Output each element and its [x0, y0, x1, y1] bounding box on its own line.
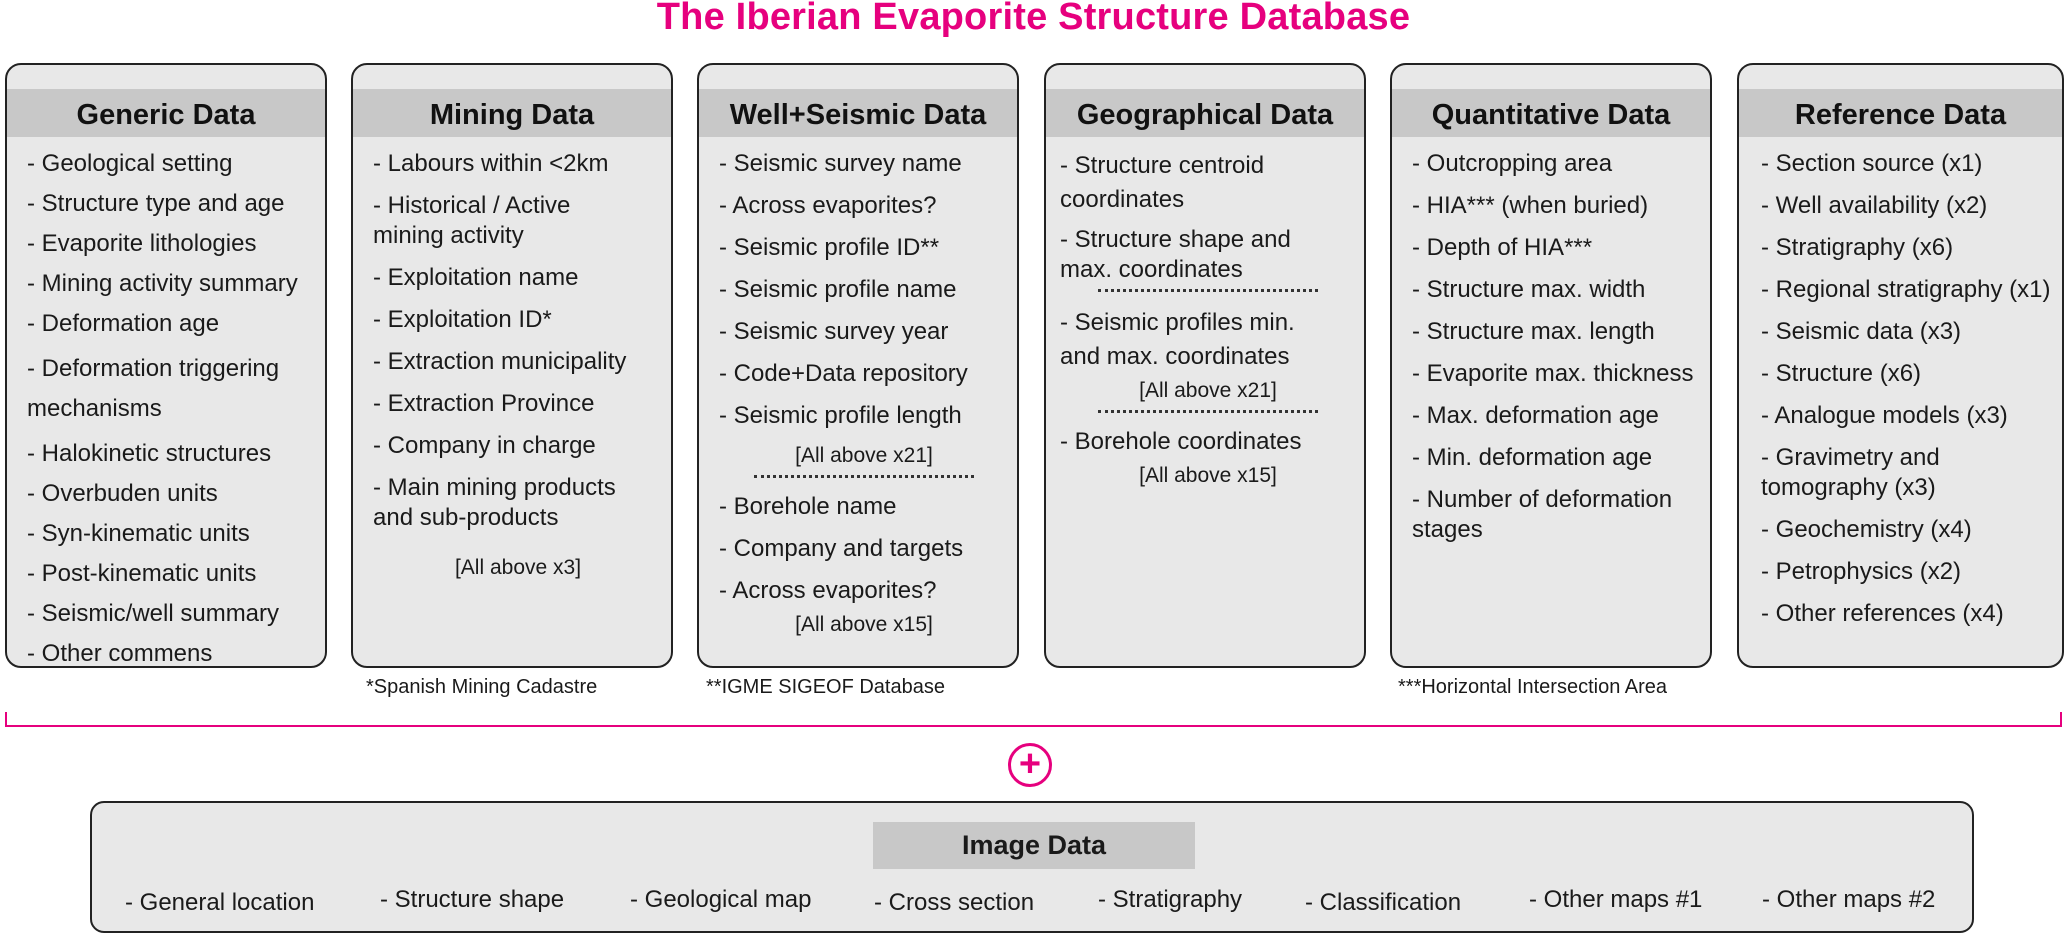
- list-item: - Other commens: [27, 640, 213, 667]
- list-item: - Structure (x6): [1761, 360, 1922, 387]
- box-header: Quantitative Data: [1392, 89, 1710, 137]
- footnote-igme: **IGME SIGEOF Database: [706, 676, 945, 698]
- multiplicity-note: [All above x15]: [795, 613, 933, 636]
- list-item: - Seismic/well summary: [27, 600, 280, 627]
- multiplicity-note: [All above x15]: [1139, 464, 1277, 487]
- list-item: - Evaporite max. thickness: [1412, 360, 1694, 387]
- list-item: - Exploitation name: [373, 264, 579, 291]
- item-list: - Section source (x1) - Well availabilit…: [1761, 149, 2054, 639]
- dotted-separator: [1098, 410, 1318, 413]
- list-item: - Mining activity summary: [27, 270, 298, 297]
- list-item: - Syn-kinematic units: [27, 520, 250, 547]
- list-item: - Structure shape: [380, 886, 565, 913]
- list-item: - Seismic profiles min. and max. coordin…: [1060, 309, 1295, 370]
- list-item: - Labours within <2km: [373, 150, 609, 177]
- list-item: - Other references (x4): [1761, 600, 2004, 627]
- box-header: Reference Data: [1739, 89, 2062, 137]
- multiplicity-note: [All above x21]: [795, 444, 933, 467]
- list-item: - Geochemistry (x4): [1761, 516, 1972, 543]
- item-list: - Geological setting - Structure type an…: [27, 149, 317, 667]
- plus-circle-icon: +: [1008, 743, 1052, 787]
- list-item: - Extraction municipality: [373, 348, 627, 375]
- list-item: - Min. deformation age: [1412, 444, 1653, 471]
- geographical-data-box: Geographical Data - Structure centroid c…: [1044, 63, 1366, 668]
- list-item: - HIA*** (when buried): [1412, 192, 1649, 219]
- grouping-bracket: [5, 712, 2062, 727]
- mining-data-box: Mining Data - Labours within <2km - Hist…: [351, 63, 673, 668]
- box-header: Mining Data: [353, 89, 671, 137]
- generic-data-box: Generic Data - Geological setting - Stru…: [5, 63, 327, 668]
- item-list: - Labours within <2km - Historical / Act…: [373, 149, 663, 593]
- list-item: - Historical / Active mining activity: [373, 192, 571, 249]
- list-item: - Stratigraphy: [1098, 886, 1243, 913]
- list-item: - Overbuden units: [27, 480, 218, 507]
- item-list: - Seismic survey name - Across evaporite…: [719, 149, 1009, 650]
- list-item: - Structure centroid coordinates: [1060, 152, 1265, 213]
- list-item: - Petrophysics (x2): [1761, 558, 1962, 585]
- list-item: - Post-kinematic units: [27, 560, 257, 587]
- box-header: Image Data: [873, 822, 1195, 869]
- box-header: Well+Seismic Data: [699, 89, 1017, 137]
- list-item: - Gravimetry and tomography (x3): [1761, 444, 1940, 501]
- list-item: - Structure type and age: [27, 190, 285, 217]
- list-item: - Stratigraphy (x6): [1761, 234, 1954, 261]
- list-item: - Seismic survey year: [719, 318, 949, 345]
- list-item: - Structure shape and max. coordinates: [1060, 226, 1291, 283]
- footnote-mining: *Spanish Mining Cadastre: [366, 676, 598, 698]
- list-item: - Seismic profile length: [719, 402, 962, 429]
- list-item: - Across evaporites?: [719, 192, 937, 219]
- list-item: - Main mining products and sub-products: [373, 474, 616, 531]
- multiplicity-note: [All above x3]: [454, 556, 582, 579]
- list-item: - Company and targets: [719, 535, 964, 562]
- list-item: - Section source (x1): [1761, 150, 1983, 177]
- list-item: - Seismic data (x3): [1761, 318, 1962, 345]
- list-item: - General location: [125, 889, 315, 916]
- well-seismic-data-box: Well+Seismic Data - Seismic survey name …: [697, 63, 1019, 668]
- list-item: - Classification: [1305, 889, 1462, 916]
- list-item: - Seismic survey name: [719, 150, 962, 177]
- list-item: - Borehole coordinates: [1060, 428, 1302, 455]
- list-item: - Company in charge: [373, 432, 596, 459]
- list-item: - Depth of HIA***: [1412, 234, 1593, 261]
- list-item: - Deformation age: [27, 310, 220, 337]
- item-list: - Structure centroid coordinates - Struc…: [1060, 149, 1356, 501]
- list-item: - Regional stratigraphy (x1): [1761, 276, 2051, 303]
- quantitative-data-box: Quantitative Data - Outcropping area - H…: [1390, 63, 1712, 668]
- list-item: - Across evaporites?: [719, 577, 937, 604]
- list-item: - Seismic profile name: [719, 276, 957, 303]
- box-header: Generic Data: [7, 89, 325, 137]
- list-item: - Geological setting: [27, 150, 233, 177]
- list-item: - Max. deformation age: [1412, 402, 1659, 429]
- list-item: - Structure max. width: [1412, 276, 1646, 303]
- list-item: - Extraction Province: [373, 390, 595, 417]
- image-data-box: Image Data - General location - Structur…: [90, 801, 1974, 933]
- list-item: - Outcropping area: [1412, 150, 1613, 177]
- item-list: - Outcropping area - HIA*** (when buried…: [1412, 149, 1702, 555]
- list-item: - Structure max. length: [1412, 318, 1655, 345]
- list-item: - Halokinetic structures: [27, 440, 272, 467]
- list-item: - Cross section: [874, 889, 1035, 916]
- list-item: - Exploitation ID*: [373, 306, 552, 333]
- diagram-title: The Iberian Evaporite Structure Database: [656, 0, 1411, 38]
- dotted-separator: [754, 475, 974, 478]
- list-item: - Code+Data repository: [719, 360, 968, 387]
- list-item: - Other maps #2: [1762, 886, 1936, 913]
- list-item: - Evaporite lithologies: [27, 230, 257, 257]
- multiplicity-note: [All above x21]: [1139, 379, 1277, 402]
- list-item: - Seismic profile ID**: [719, 234, 940, 261]
- dotted-separator: [1098, 289, 1318, 292]
- list-item: - Other maps #1: [1529, 886, 1703, 913]
- reference-data-box: Reference Data - Section source (x1) - W…: [1737, 63, 2064, 668]
- list-item: - Analogue models (x3): [1761, 402, 2008, 429]
- list-item: - Number of deformation stages: [1412, 486, 1673, 543]
- list-item: - Well availability (x2): [1761, 192, 1988, 219]
- list-item: - Geological map: [630, 886, 812, 913]
- box-header: Geographical Data: [1046, 89, 1364, 137]
- list-item: - Deformation triggering mechanisms: [27, 355, 280, 422]
- footnote-hia: ***Horizontal Intersection Area: [1398, 676, 1668, 698]
- list-item: - Borehole name: [719, 493, 897, 520]
